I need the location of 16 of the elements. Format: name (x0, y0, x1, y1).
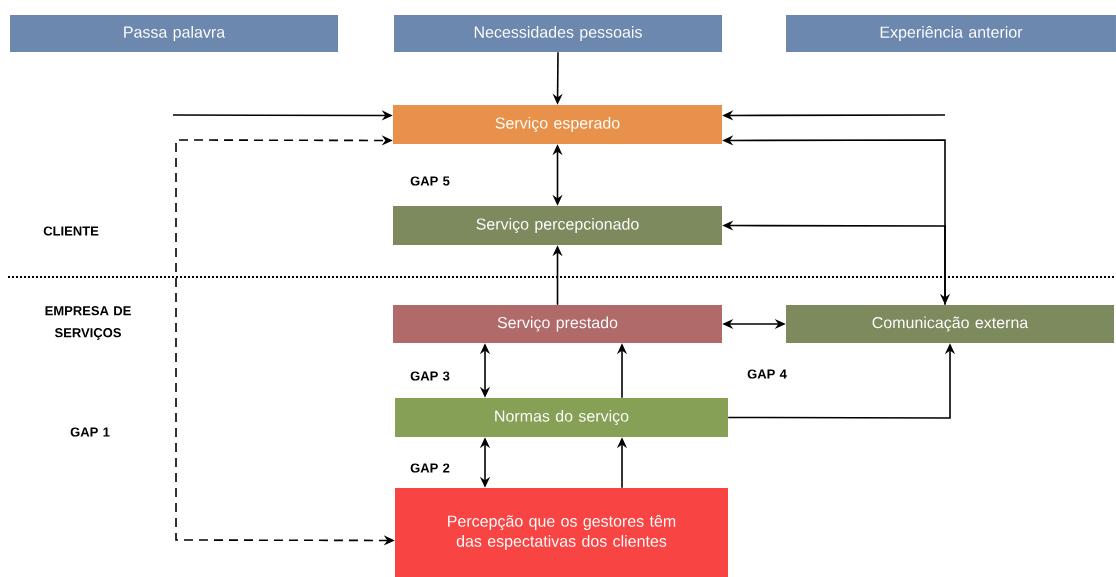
process-box: Comunicação externa (786, 305, 1114, 343)
process-box: Serviço percepcionado (393, 206, 722, 245)
side-label: GAP 1 (70, 427, 110, 437)
header-box: Experiência anterior (786, 15, 1116, 52)
process-box: Normas do serviço (395, 398, 728, 437)
side-label: CLIENTE (43, 226, 99, 236)
side-label: GAP 4 (747, 369, 787, 379)
process-box: Percepção que os gestores têm das espectativas dos clientes (395, 488, 728, 577)
header-box: Passa palavra (10, 15, 338, 52)
process-box: Serviço esperado (393, 105, 722, 144)
side-label: GAP 2 (410, 463, 450, 473)
header-box: Necessidades pessoais (394, 15, 722, 52)
side-label: GAP 3 (410, 371, 450, 381)
process-box: Serviço prestado (393, 305, 722, 343)
side-label: EMPRESA DE SERVIÇOS (45, 306, 131, 340)
side-label: GAP 5 (410, 176, 450, 186)
